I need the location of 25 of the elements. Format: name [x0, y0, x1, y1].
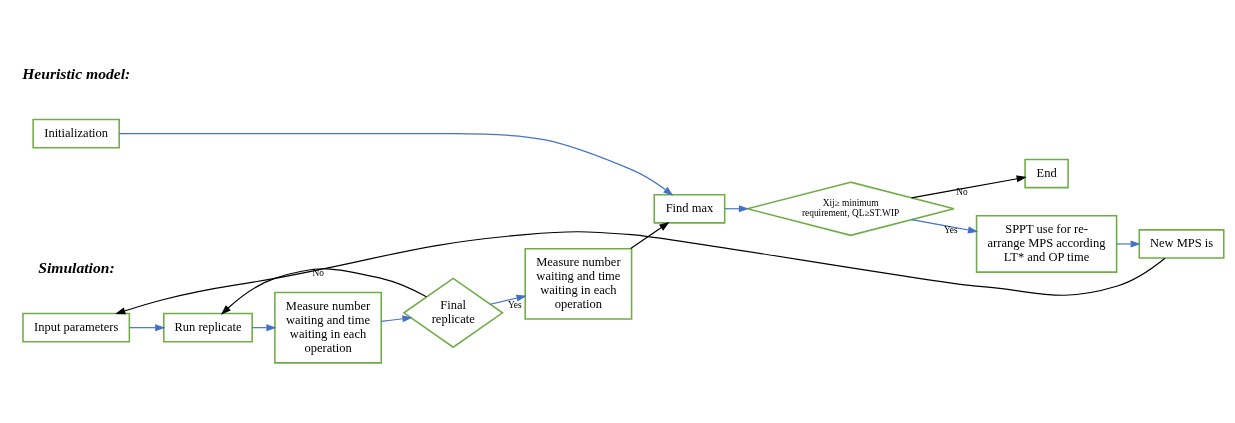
arrow [911, 175, 1027, 199]
node-box: Input parameters [22, 312, 131, 343]
node-box: SPPT use for re-arrange MPS according LT* and OP time [975, 215, 1118, 273]
arrow [128, 324, 166, 332]
arrow [630, 221, 670, 250]
arrow [1116, 240, 1141, 248]
edge-label: Yes [508, 299, 522, 310]
edge-label: No [312, 268, 324, 279]
edge-label: No [956, 187, 968, 198]
node-box: Find max [653, 193, 726, 224]
label: Heuristic model: [22, 64, 131, 82]
arrow [911, 219, 979, 234]
edge-label: Yes [944, 225, 958, 235]
node-box: Measure number waiting and time waiting in each operation [524, 247, 633, 320]
arrow [380, 315, 413, 323]
arrow [220, 268, 428, 315]
arrow [489, 294, 527, 305]
arrow [115, 231, 1166, 315]
label: Simulation: [38, 258, 115, 276]
node-box: New MPS is [1138, 229, 1225, 259]
arrow [118, 133, 674, 196]
node-box: End [1024, 158, 1069, 189]
node-box: Initialization [32, 118, 120, 149]
node-box: Measure number waiting and time waiting in each operation [274, 291, 383, 364]
node-box: Run replicate [163, 312, 253, 343]
